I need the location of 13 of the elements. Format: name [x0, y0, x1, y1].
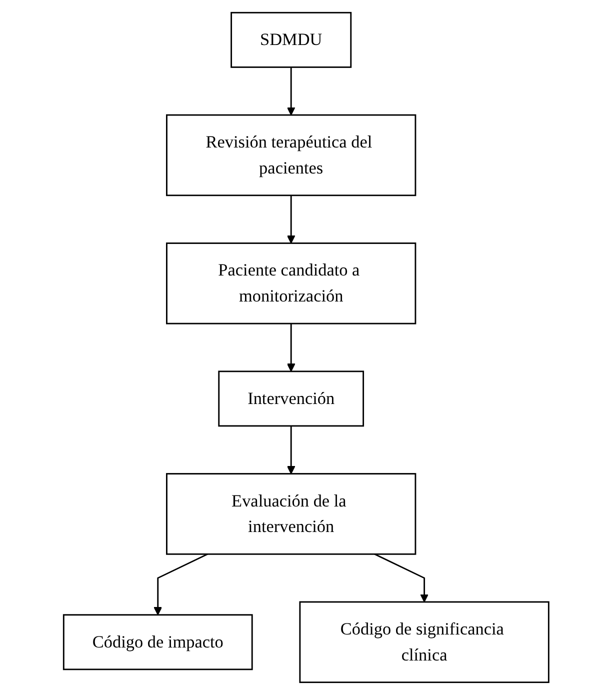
node-box: Código de significancia clínica [299, 601, 550, 684]
node-box: Revisión terapéutica del pacientes [166, 114, 416, 196]
arrow [374, 554, 428, 602]
arrow [286, 195, 296, 244]
node-box: Código de impacto [62, 614, 253, 670]
node-box: Intervención [218, 370, 364, 427]
node-box: Paciente candidato a monitorización [166, 242, 416, 324]
arrow [286, 324, 296, 372]
node-box: SDMDU [230, 12, 352, 68]
node-box: Evaluación de la intervención [166, 473, 416, 555]
arrow [286, 426, 296, 474]
arrow [154, 554, 208, 616]
arrow [286, 67, 296, 116]
